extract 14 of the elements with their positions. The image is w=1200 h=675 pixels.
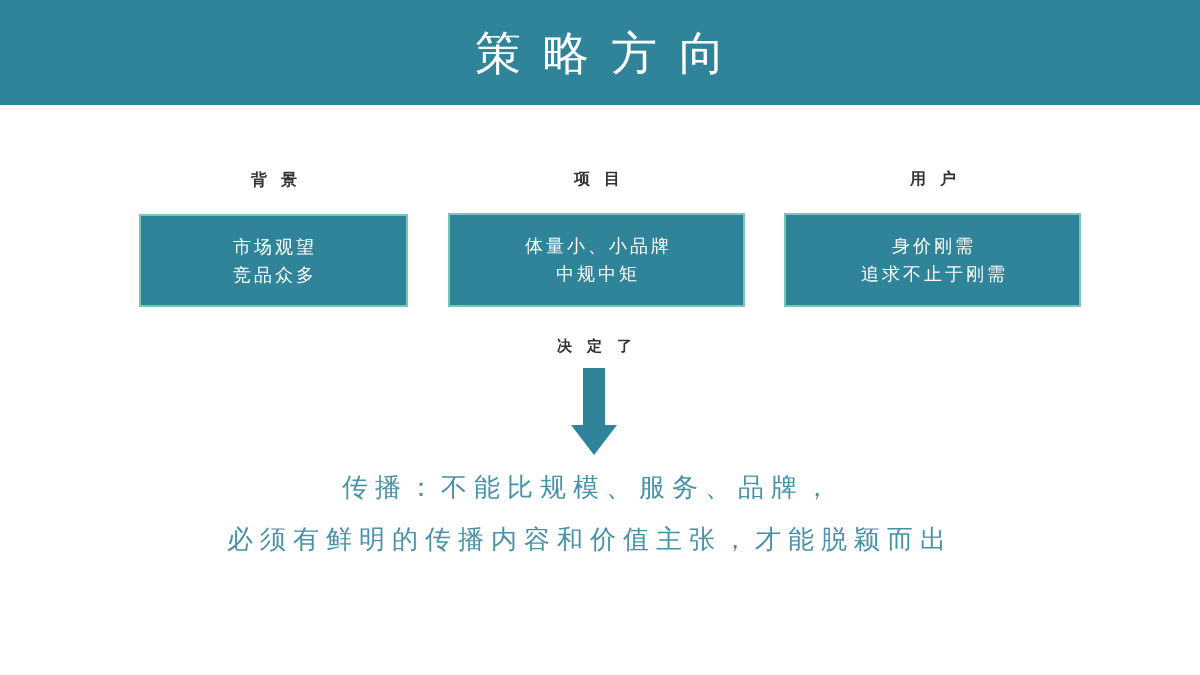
column-heading: 用户 bbox=[908, 169, 970, 189]
box-text: 中规中矩 bbox=[555, 262, 640, 286]
box-text: 竞品众多 bbox=[232, 262, 317, 287]
conclusion-text: 必须有鲜明的传播内容和价值主张，才能脱颖而出 bbox=[225, 523, 953, 556]
down-arrow bbox=[571, 368, 617, 455]
box-text: 体量小、小品牌 bbox=[523, 234, 672, 258]
page-title: 策略方向 bbox=[474, 24, 747, 82]
box-text: 市场观望 bbox=[232, 234, 317, 259]
box-text: 追求不止于刚需 bbox=[859, 262, 1008, 286]
column-heading: 背景 bbox=[249, 170, 311, 190]
caption-text: 决定了 bbox=[555, 336, 647, 356]
box-text: 身价刚需 bbox=[891, 234, 976, 258]
column-heading: 项目 bbox=[572, 169, 634, 189]
conclusion-text: 传播：不能比规模、服务、品牌， bbox=[341, 471, 837, 504]
